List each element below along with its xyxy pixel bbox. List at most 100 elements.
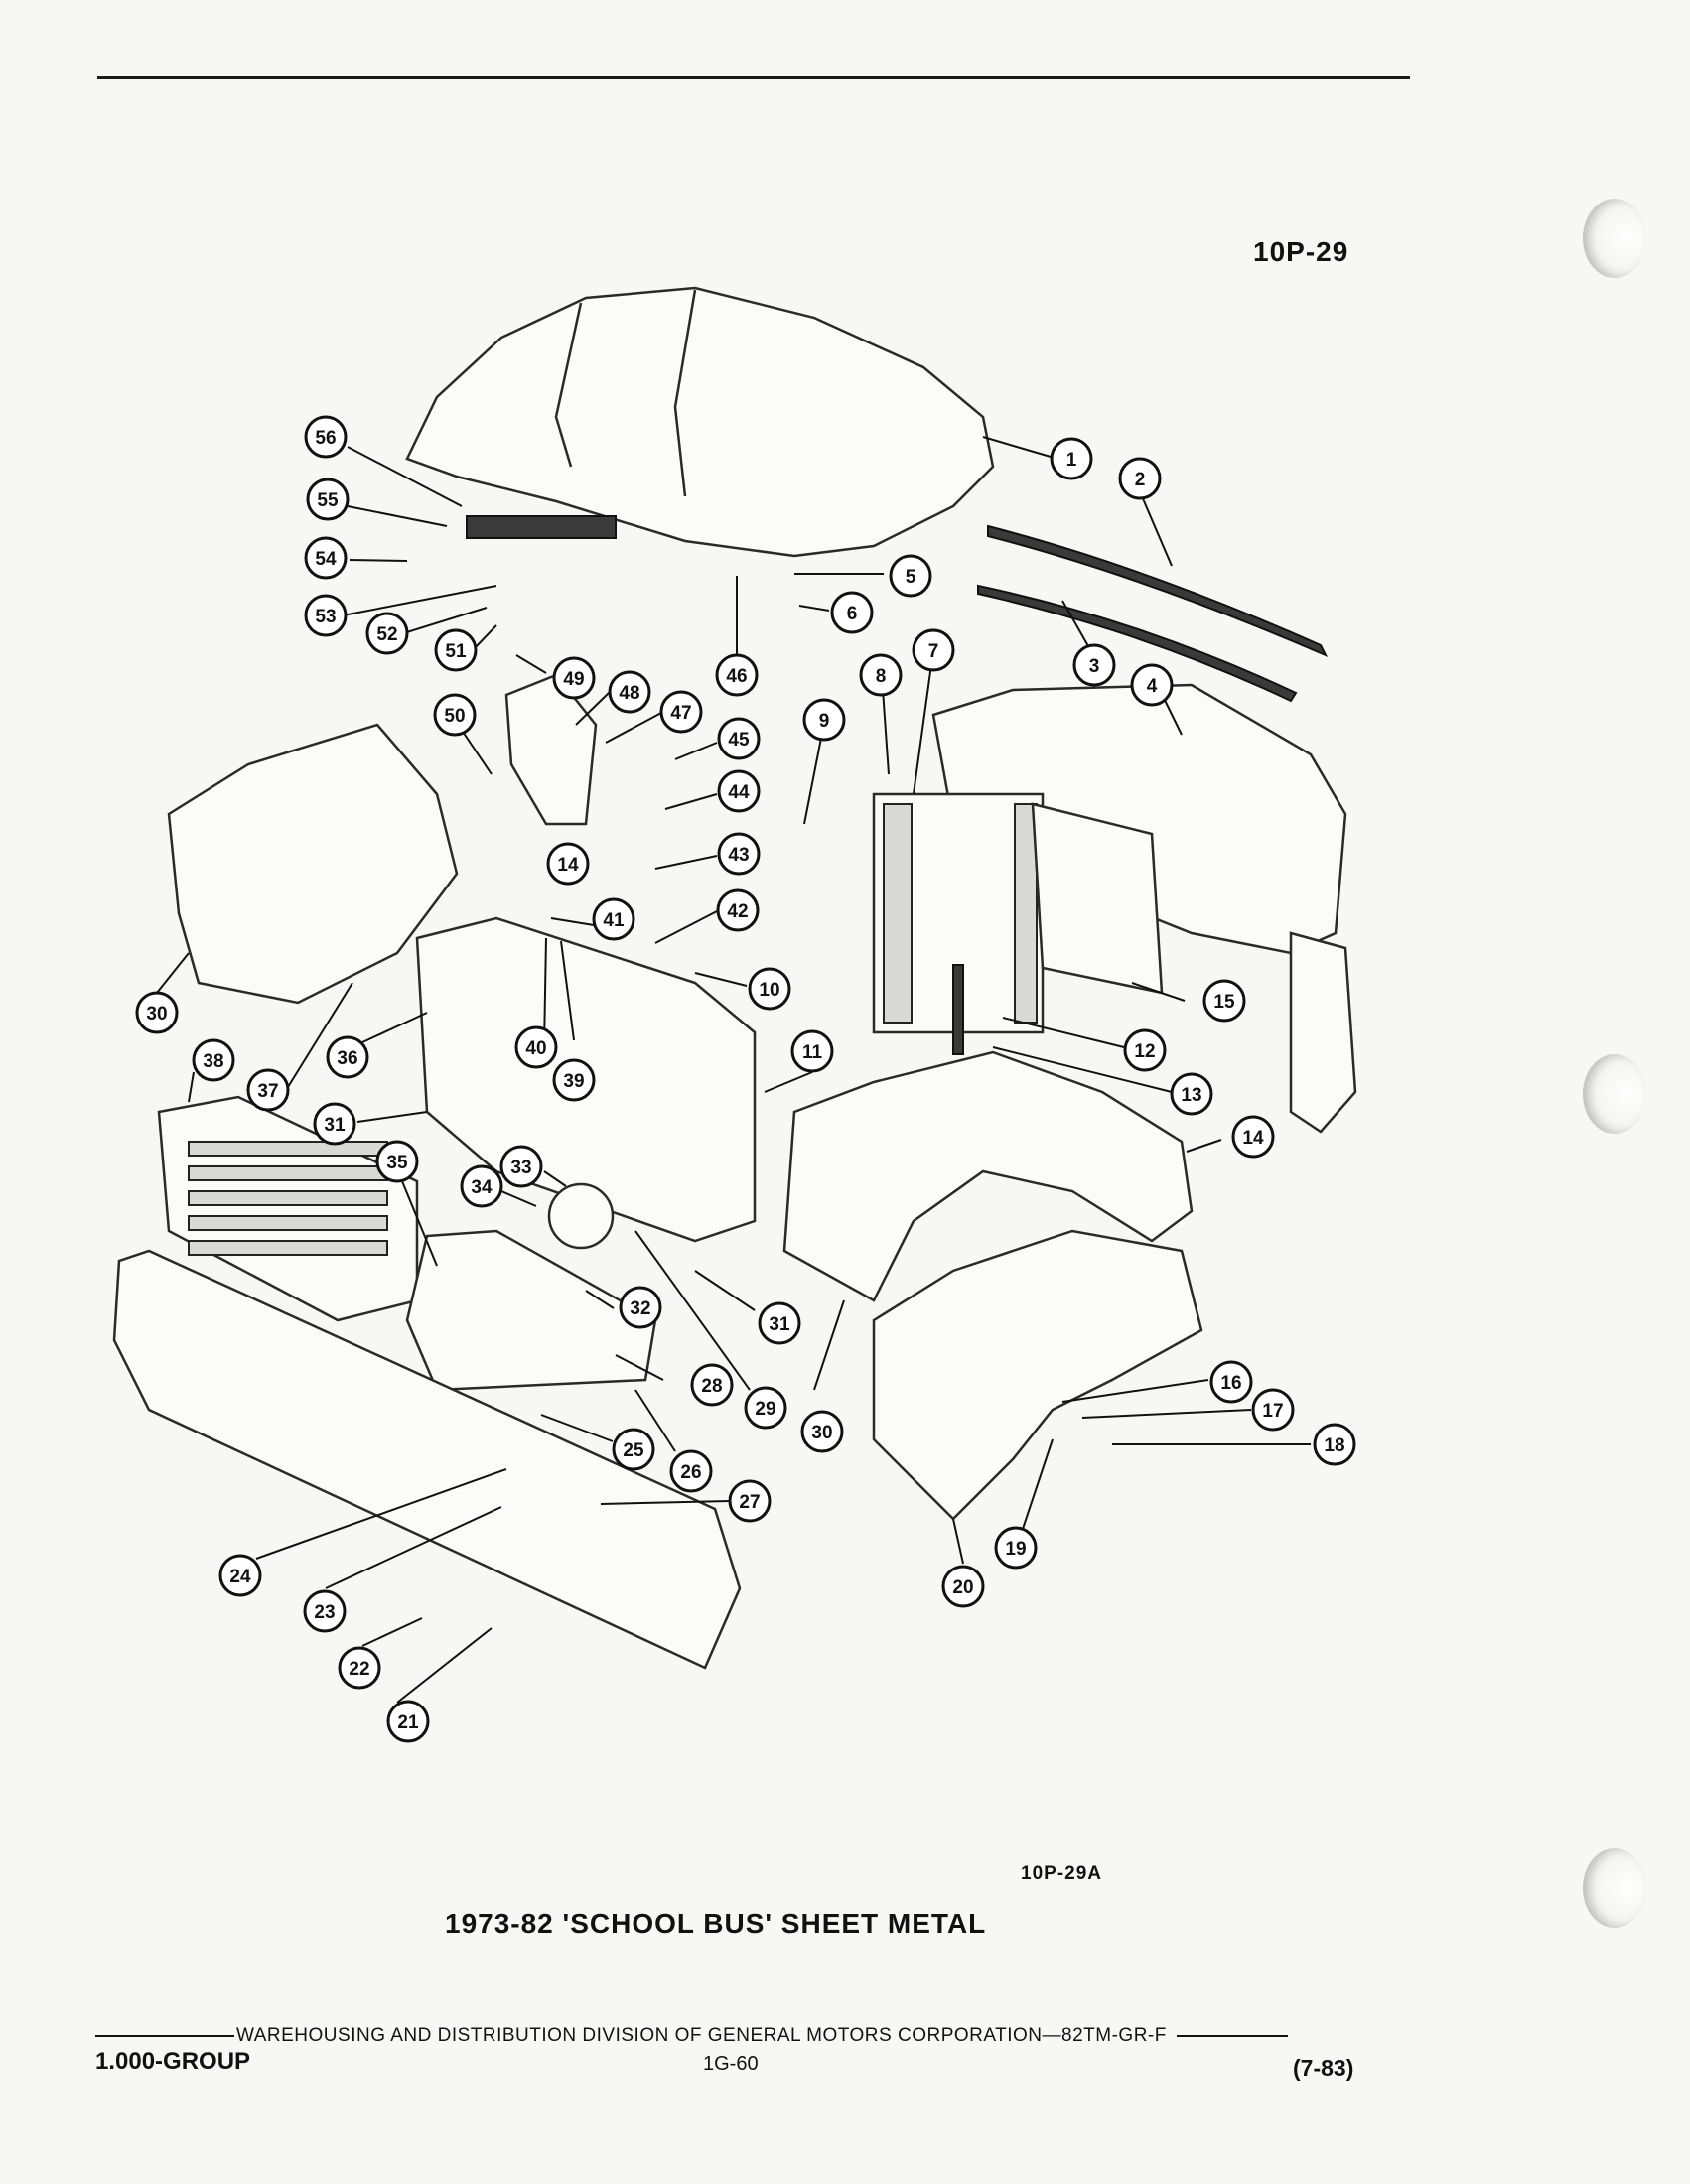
callout-label: 14: [1242, 1128, 1264, 1149]
callout-label: 41: [603, 910, 625, 931]
callout-label: 19: [1005, 1539, 1026, 1560]
splash-panel-part: [1289, 931, 1357, 1134]
binder-hole: [1583, 1848, 1646, 1928]
group-label: 1.000-GROUP: [95, 2048, 251, 2075]
callout: 12: [1123, 1028, 1167, 1072]
callout: 30: [800, 1410, 844, 1453]
callout: 7: [912, 628, 955, 672]
callout: 48: [608, 670, 651, 714]
callout-label: 1: [1066, 450, 1077, 471]
callout: 28: [690, 1363, 734, 1407]
callout-label: 47: [670, 703, 691, 724]
callout: 50: [433, 693, 477, 737]
callout-label: 25: [623, 1440, 644, 1461]
callout-label: 17: [1262, 1401, 1283, 1422]
callout-label: 13: [1181, 1085, 1201, 1106]
callout: 1: [1050, 437, 1093, 480]
weatherstrip-lower: [977, 584, 1298, 703]
callout: 53: [304, 594, 348, 637]
radiator-core: [883, 803, 913, 1024]
callout-label: 40: [525, 1038, 546, 1059]
callout-label: 48: [619, 683, 639, 704]
callout-label: 39: [563, 1071, 584, 1092]
callout-label: 14: [557, 855, 579, 876]
footer-publisher: WAREHOUSING AND DISTRIBUTION DIVISION OF…: [236, 2025, 1167, 2046]
callout: 41: [592, 897, 635, 941]
callout-label: 30: [811, 1423, 832, 1443]
callout: 25: [612, 1428, 655, 1471]
callout-label: 51: [445, 641, 467, 662]
callout: 15: [1202, 979, 1246, 1023]
callout-label: 30: [146, 1004, 167, 1024]
callout: 56: [304, 415, 348, 459]
callout: 5: [889, 554, 932, 598]
callout: 4: [1130, 663, 1174, 707]
callout: 43: [717, 832, 761, 876]
callout-label: 53: [315, 607, 336, 627]
callout: 32: [619, 1286, 662, 1329]
footer-publisher-line: WAREHOUSING AND DISTRIBUTION DIVISION OF…: [95, 2025, 1356, 2047]
callout-label: 38: [203, 1051, 223, 1072]
callout: 46: [715, 653, 759, 697]
callout: 36: [326, 1035, 369, 1079]
hinge-strip: [466, 515, 617, 539]
callout-label: 27: [739, 1492, 760, 1513]
grille-slots: [188, 1141, 388, 1256]
callout-label: 10: [759, 980, 779, 1001]
callout-label: 26: [680, 1462, 701, 1483]
callout: 22: [338, 1646, 381, 1690]
callout: 49: [552, 656, 596, 700]
callout: 44: [717, 769, 761, 813]
callout: 14: [1231, 1115, 1275, 1159]
callout: 34: [460, 1164, 503, 1208]
callout: 9: [802, 698, 846, 742]
top-rule: [97, 76, 1410, 79]
radiator-core: [1014, 803, 1038, 1024]
callout: 52: [365, 612, 409, 655]
callout: 16: [1209, 1360, 1253, 1404]
callout-label: 56: [315, 428, 336, 449]
callout-label: 6: [847, 604, 858, 624]
fan-shroud-part: [1031, 802, 1164, 995]
callout: 29: [744, 1386, 787, 1430]
callout-label: 16: [1220, 1373, 1241, 1394]
callout: 37: [246, 1068, 290, 1112]
callout-label: 52: [376, 624, 397, 645]
callout: 13: [1170, 1072, 1213, 1116]
callout: 10: [748, 967, 791, 1011]
callout: 45: [717, 717, 761, 760]
callout-label: 18: [1324, 1435, 1344, 1456]
callout-label: 54: [315, 549, 337, 570]
callout-label: 36: [337, 1048, 357, 1069]
callout-label: 50: [444, 706, 465, 727]
callout: 35: [375, 1140, 419, 1183]
inner-fender-left: [167, 723, 459, 1005]
binder-hole: [1583, 199, 1646, 278]
callout: 20: [941, 1565, 985, 1608]
callout-label: 31: [769, 1314, 790, 1335]
hood-crease: [554, 289, 697, 497]
callout: 14: [546, 842, 590, 886]
callout-label: 5: [906, 567, 916, 588]
callout-label: 34: [471, 1177, 493, 1198]
callout-label: 12: [1134, 1041, 1155, 1062]
lower-panel-part: [405, 1229, 657, 1392]
callout-label: 49: [563, 669, 584, 690]
binder-hole: [1583, 1054, 1646, 1134]
callout: 51: [434, 628, 478, 672]
callout-label: 43: [728, 845, 749, 866]
callout: 3: [1072, 643, 1116, 687]
callout: 39: [552, 1058, 596, 1102]
footer-rule: [95, 2034, 234, 2037]
callout-label: 7: [928, 641, 939, 662]
callout-label: 37: [257, 1081, 278, 1102]
revision-date: (7-83): [1293, 2055, 1354, 2081]
page-reference: 10P-29: [1253, 236, 1349, 267]
callout: 31: [313, 1102, 356, 1146]
callout-label: 28: [701, 1376, 722, 1397]
callout-label: 23: [314, 1602, 335, 1623]
callout-label: 42: [727, 901, 748, 922]
callout: 33: [499, 1145, 543, 1188]
callout-label: 15: [1213, 992, 1235, 1013]
